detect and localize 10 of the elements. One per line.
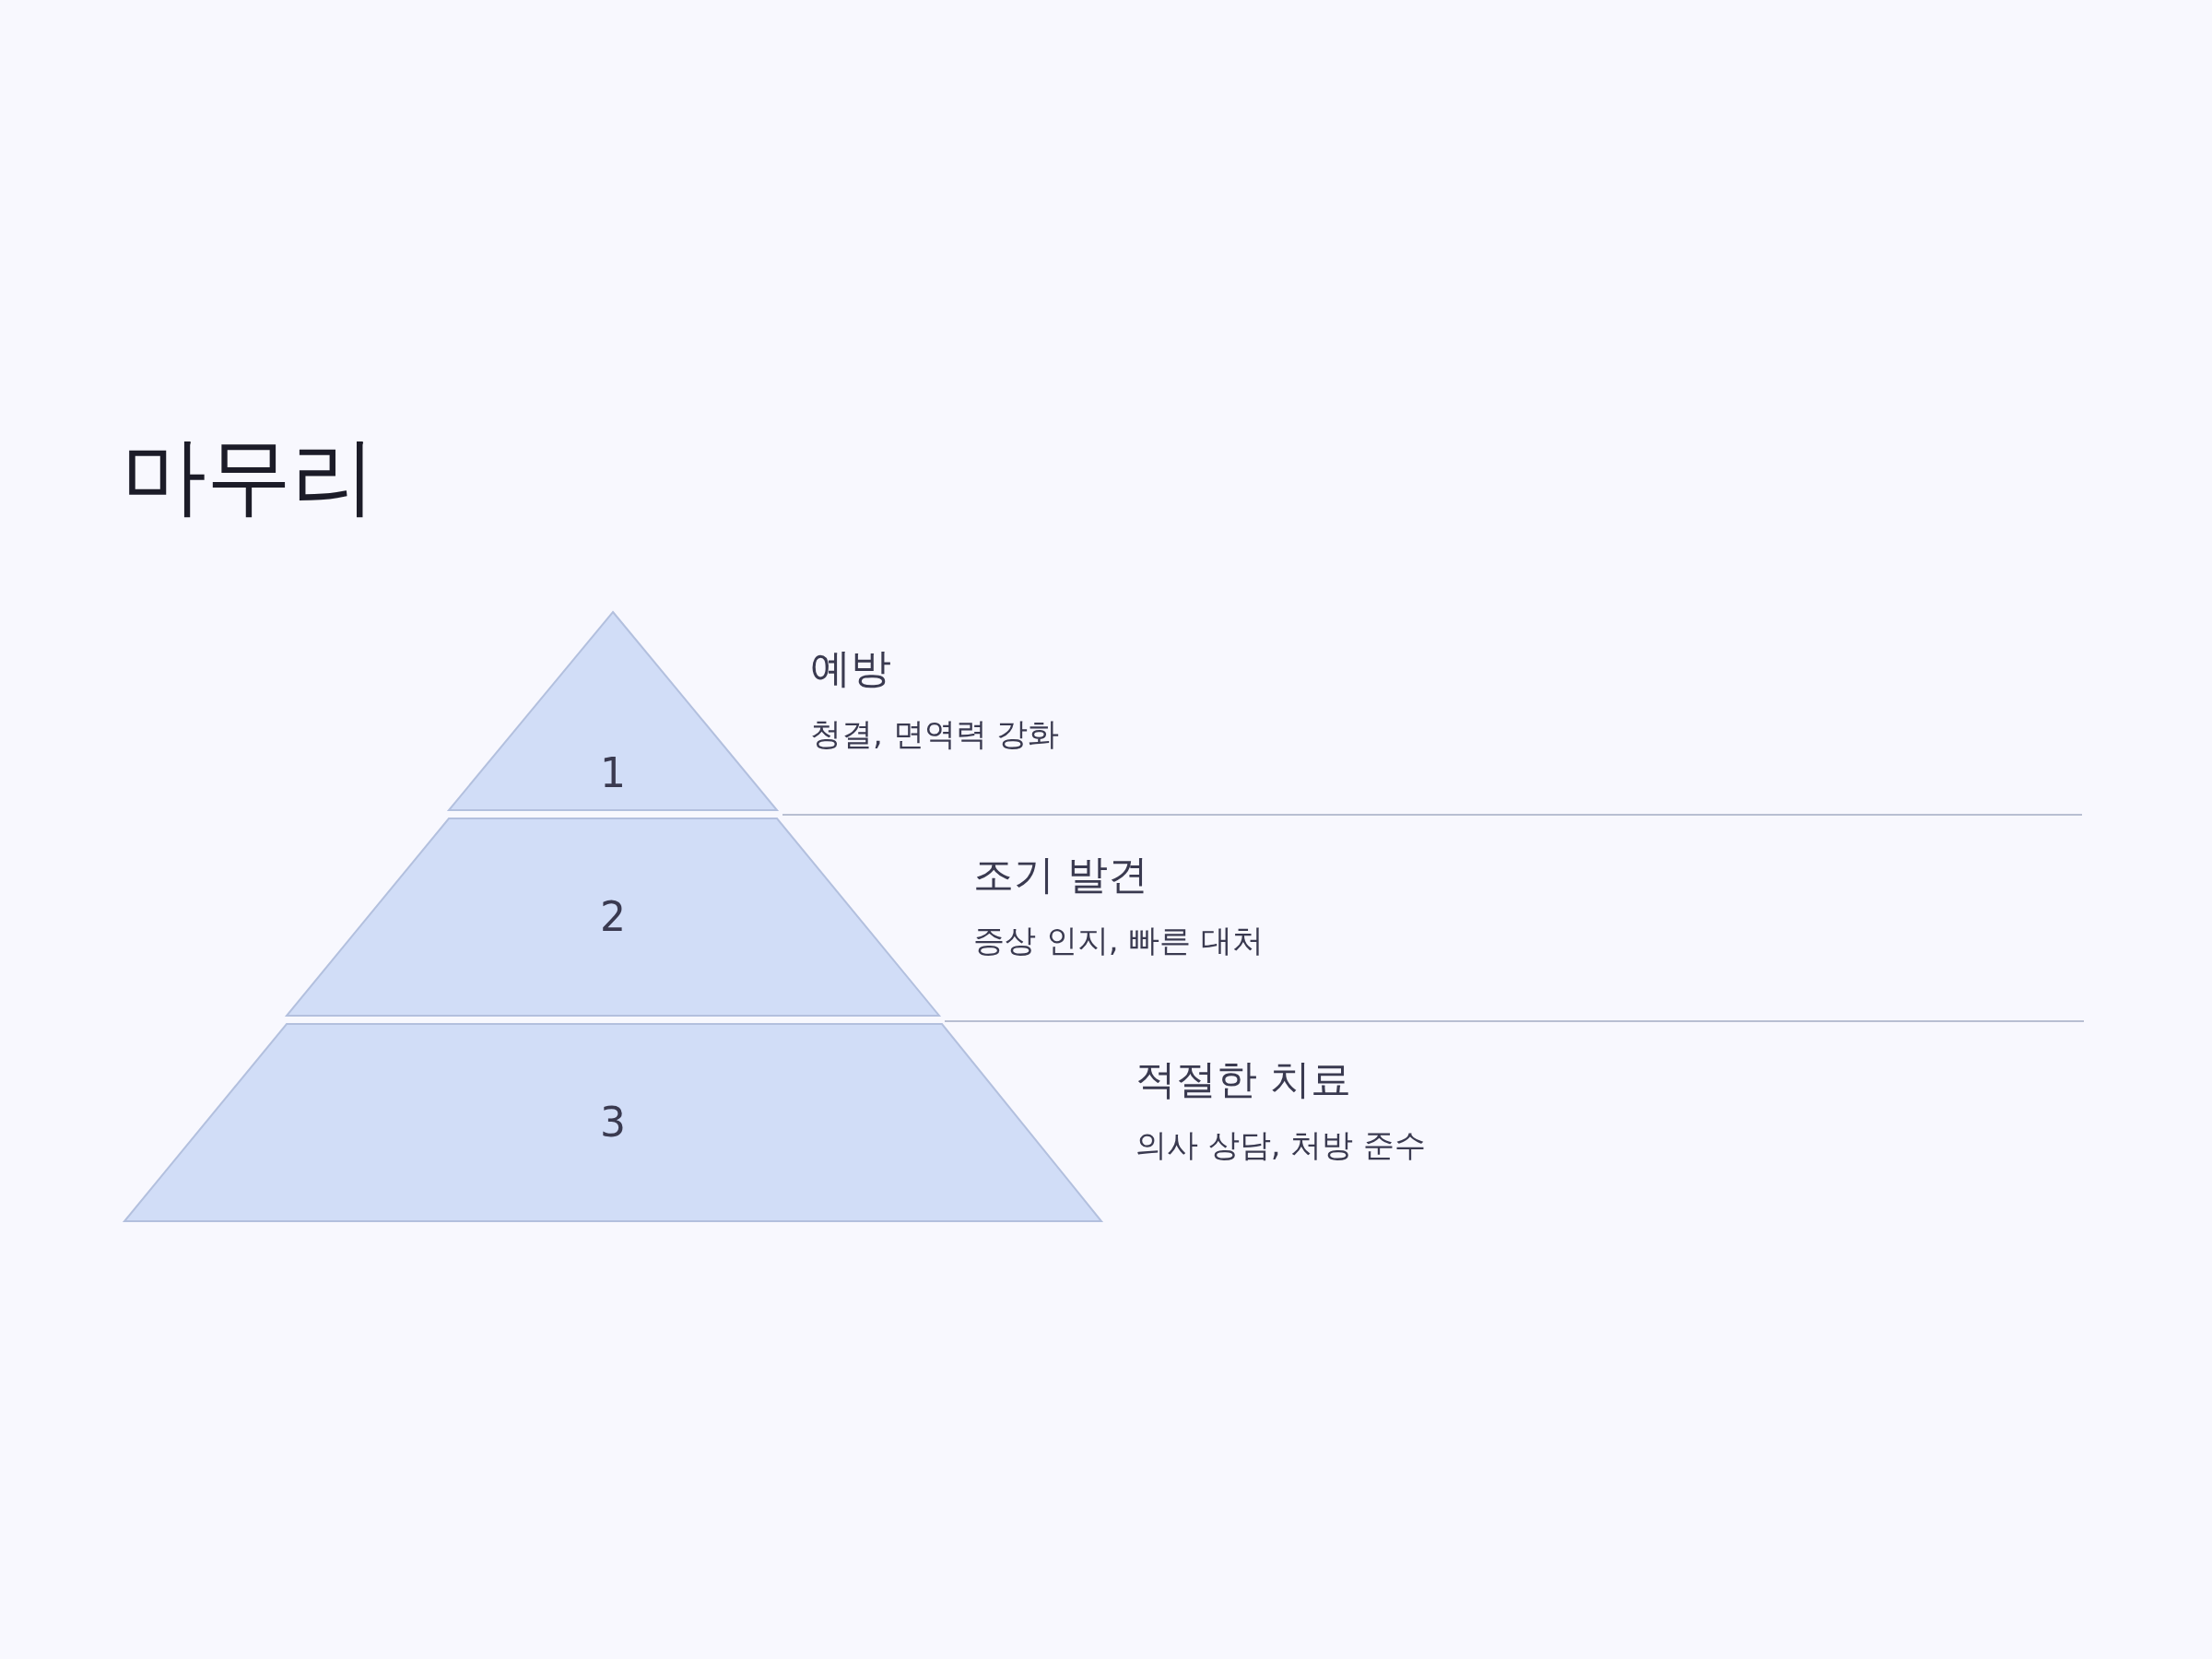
tier-heading: 적절한 치료 xyxy=(1135,1056,1352,1103)
tier-number: 1 xyxy=(600,753,626,794)
tier-heading: 조기 발견 xyxy=(973,852,1149,899)
slide-title: 마무리 xyxy=(122,426,376,527)
tier-description: 청결, 면역력 강화 xyxy=(810,715,1060,752)
tier-description: 증상 인지, 빠른 대처 xyxy=(973,922,1265,959)
tier-number: 2 xyxy=(600,897,626,937)
tier-description: 의사 상담, 처방 준수 xyxy=(1135,1126,1427,1163)
tier-number: 3 xyxy=(600,1102,626,1143)
tier-heading: 예방 xyxy=(810,645,892,692)
